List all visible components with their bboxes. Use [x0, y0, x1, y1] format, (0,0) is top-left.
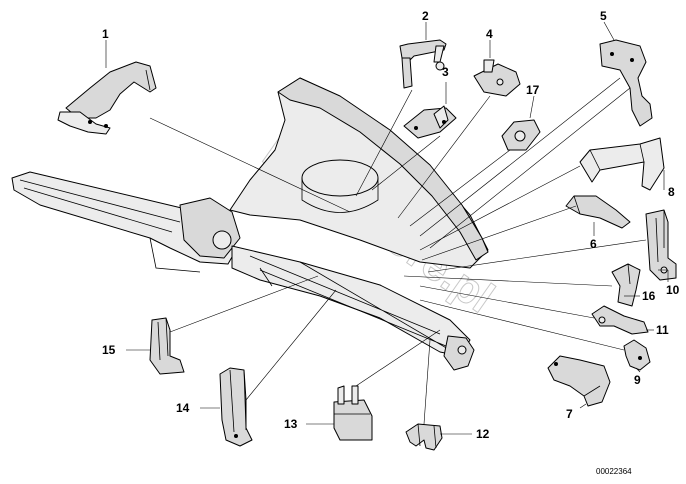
- callout-1: 1: [102, 27, 109, 41]
- callout-15: 15: [102, 343, 116, 357]
- callout-3: 3: [442, 65, 449, 79]
- part-1-bracket: [57, 61, 157, 135]
- callout-2: 2: [422, 9, 429, 23]
- callout-11: 11: [656, 323, 669, 337]
- part-2-bracket: [399, 39, 447, 89]
- part-5-bracket: [599, 39, 653, 127]
- callout-10: 10: [666, 283, 680, 297]
- part-9-bracket: [623, 339, 651, 371]
- part-16-bracket: [611, 263, 641, 307]
- part-11-bracket: [591, 305, 649, 335]
- part-12-bracket: [405, 423, 443, 451]
- part-7-shield: [547, 355, 611, 407]
- callout-7: 7: [566, 407, 573, 421]
- part-14-bracket: [219, 367, 253, 447]
- part-15-bracket: [149, 317, 185, 375]
- part-4-bracket: [473, 59, 521, 97]
- callout-13: 13: [284, 417, 298, 431]
- part-6-bracket: [565, 195, 631, 229]
- callout-6: 6: [590, 237, 597, 251]
- part-8-bracket: [579, 137, 665, 191]
- callout-16: 16: [642, 289, 656, 303]
- callout-labels: 1 2 3 4 5 17 8 6 16 10 11 9 7 15 14 13 1…: [102, 9, 680, 441]
- callout-5: 5: [600, 9, 607, 23]
- part-3-plate: [403, 105, 457, 139]
- callout-12: 12: [476, 427, 490, 441]
- callout-4: 4: [486, 27, 493, 41]
- part-10-bracket: [645, 209, 677, 281]
- callout-17: 17: [526, 83, 540, 97]
- diagram-reference-number: 00022364: [596, 467, 632, 476]
- leader-lines: [105, 21, 669, 435]
- part-13-mount: [333, 385, 373, 441]
- part-17-block: [501, 119, 541, 151]
- callout-8: 8: [668, 185, 675, 199]
- callout-14: 14: [176, 401, 190, 415]
- main-frame-assembly: [11, 77, 489, 371]
- callout-9: 9: [634, 373, 641, 387]
